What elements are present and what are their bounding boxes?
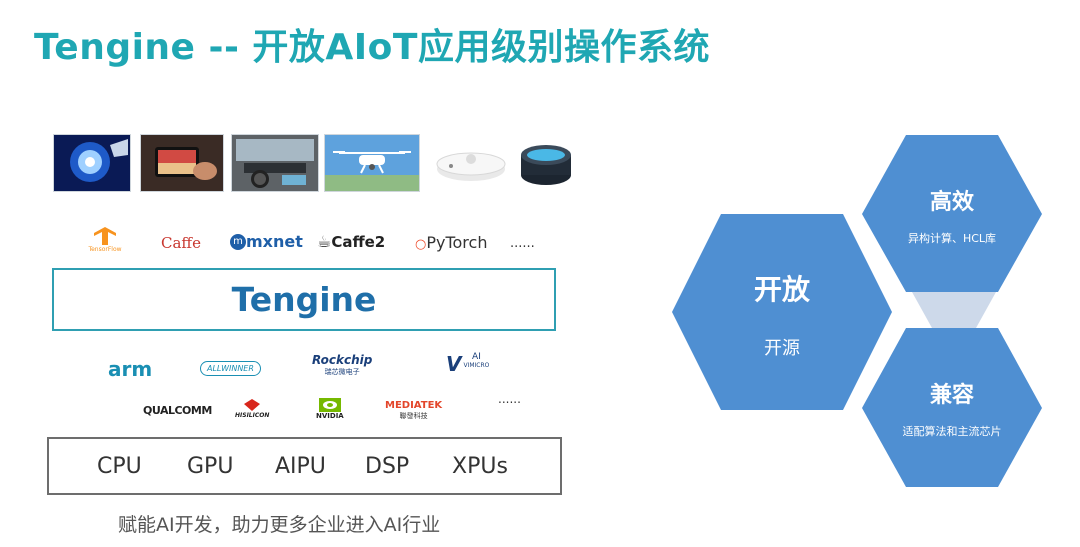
compatible-subtitle: 适配算法和主流芯片 [882,423,1022,439]
connector-shape [912,292,996,328]
open-hexagon [672,214,892,410]
efficient-title: 高效 [882,184,1022,216]
compatible-title: 兼容 [882,377,1022,409]
open-title: 开放 [722,268,842,308]
open-subtitle: 开源 [722,334,842,360]
efficient-subtitle: 异构计算、HCL库 [882,230,1022,246]
